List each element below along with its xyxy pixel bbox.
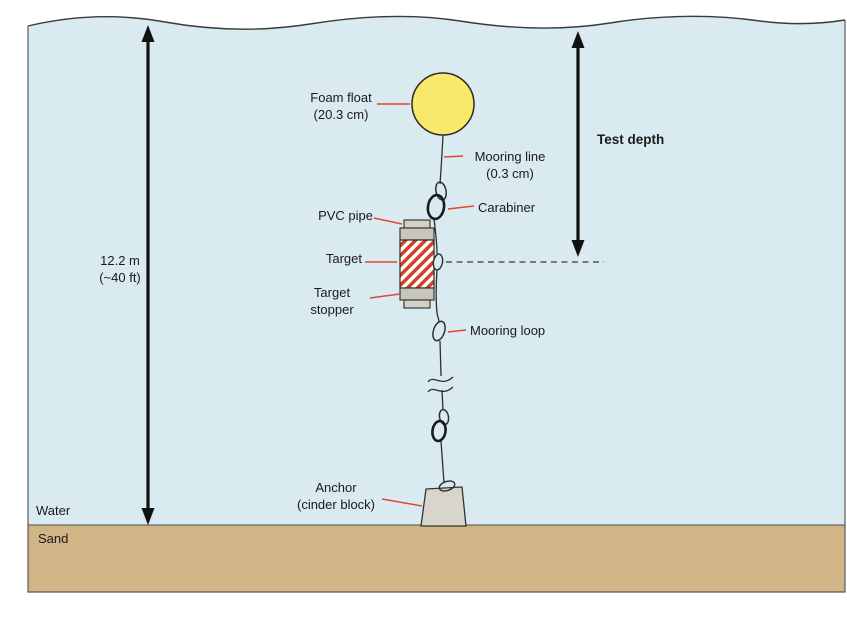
mooring-loop-label: Mooring loop [470, 323, 546, 338]
water-label: Water [36, 503, 71, 518]
target-line-loop [432, 253, 444, 271]
mooring-line-label: Mooring line (0.3 cm) [474, 149, 546, 182]
sand-area [28, 525, 845, 592]
mooring-line-path [433, 134, 445, 484]
figure-border [27, 20, 846, 593]
leader-pvc-pipe [373, 217, 403, 225]
carabiner-label: Carabiner [478, 200, 536, 215]
foam-float-shape [411, 72, 475, 136]
test-depth-arrow [571, 31, 585, 257]
anchor-knot [438, 480, 456, 492]
pvc-pipe-label: PVC pipe [318, 208, 373, 223]
carabiner-shape [426, 181, 447, 221]
leader-target-stopper [369, 293, 401, 299]
target-shape [399, 239, 435, 289]
sand-label: Sand [38, 531, 69, 546]
target-stopper-shape [399, 287, 435, 309]
lower-carabiner-shape [431, 408, 450, 443]
leader-mooring-loop [447, 329, 467, 333]
target-stopper-label: Target stopper [310, 285, 354, 318]
mooring-loop-shape [432, 320, 446, 342]
leader-carabiner [447, 205, 475, 210]
line-break-symbol [427, 376, 454, 393]
pvc-pipe-shape [399, 219, 435, 241]
leader-mooring-line [443, 155, 464, 158]
anchor-shape [420, 486, 467, 527]
test-depth-label: Test depth [597, 132, 665, 147]
total-depth-label: 12.2 m (~40 ft) [99, 253, 141, 286]
target-label: Target [325, 251, 362, 266]
foam-float-label: Foam float (20.3 cm) [310, 90, 372, 123]
total-depth-arrow [141, 25, 155, 525]
anchor-label: Anchor (cinder block) [296, 480, 376, 513]
water-surface-wave [27, 15, 846, 30]
leader-anchor [381, 498, 423, 507]
